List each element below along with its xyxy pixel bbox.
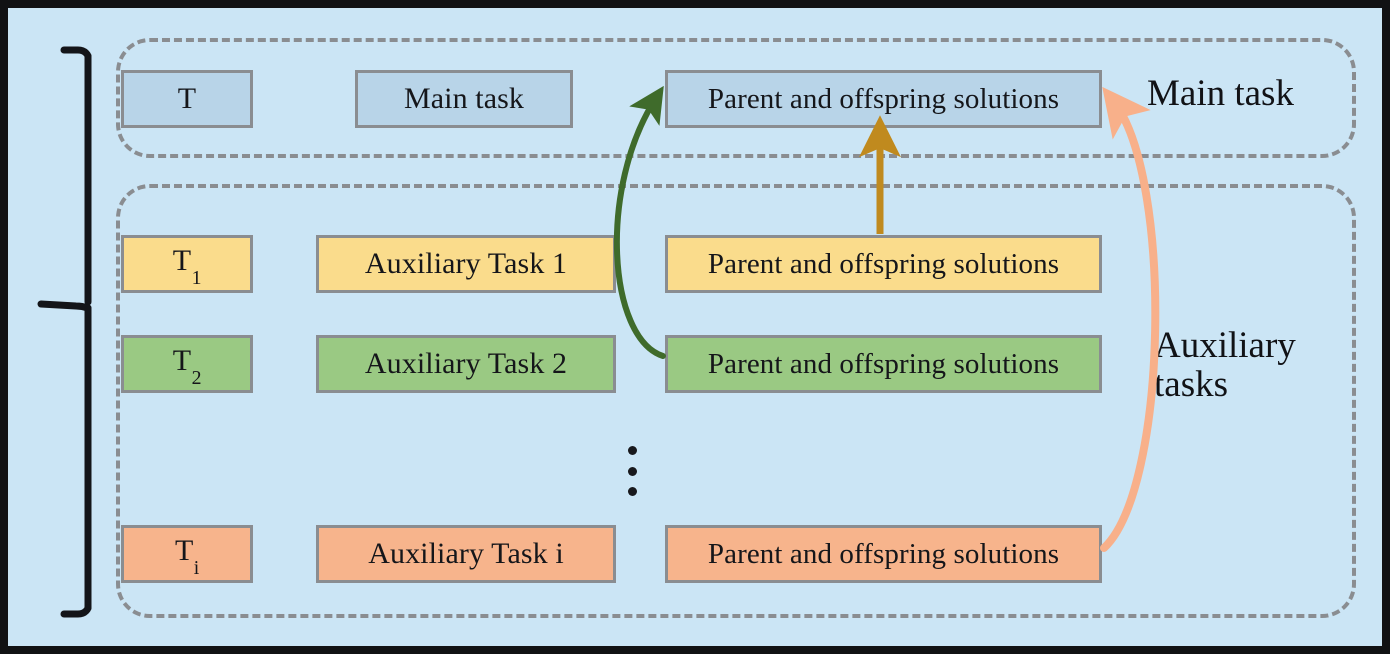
node-auxi-task-label[interactable]: Auxiliary Task i xyxy=(316,525,616,583)
node-aux1-symbol-text: T1 xyxy=(172,244,202,289)
node-auxi-solutions[interactable]: Parent and offspring solutions xyxy=(665,525,1102,583)
node-aux2-solutions-text: Parent and offspring solutions xyxy=(707,347,1060,380)
node-auxi-symbol-subscript: i xyxy=(193,556,200,579)
auxiliary-tasks-group-box xyxy=(116,184,1356,618)
node-aux2-symbol[interactable]: T2 xyxy=(121,335,253,393)
auxiliary-tasks-side-label: Auxiliary tasks xyxy=(1154,325,1296,406)
node-aux2-symbol-subscript: 2 xyxy=(191,366,202,389)
node-auxi-symbol-text: Ti xyxy=(174,534,200,579)
main-task-side-label: Main task xyxy=(1147,73,1294,114)
figure-inner-panel: T Main task Parent and offspring solutio… xyxy=(8,8,1382,646)
node-auxi-symbol[interactable]: Ti xyxy=(121,525,253,583)
node-auxi-solutions-text: Parent and offspring solutions xyxy=(707,537,1060,570)
node-aux2-task-label[interactable]: Auxiliary Task 2 xyxy=(316,335,616,393)
node-aux1-symbol-subscript: 1 xyxy=(191,266,202,289)
vertical-ellipsis-icon xyxy=(627,446,637,496)
node-main-symbol-text: T xyxy=(177,82,197,115)
node-main-symbol[interactable]: T xyxy=(121,70,253,128)
node-main-task-label[interactable]: Main task xyxy=(355,70,573,128)
left-brace xyxy=(37,46,92,618)
node-aux2-solutions[interactable]: Parent and offspring solutions xyxy=(665,335,1102,393)
node-aux2-symbol-text: T2 xyxy=(172,344,202,389)
ellipsis-dot xyxy=(627,466,637,476)
node-auxi-task-label-text: Auxiliary Task i xyxy=(368,537,564,570)
main-task-group-box xyxy=(116,38,1356,158)
ellipsis-dot xyxy=(627,487,637,496)
ellipsis-dot xyxy=(627,446,637,455)
node-aux1-task-label[interactable]: Auxiliary Task 1 xyxy=(316,235,616,293)
node-aux1-solutions-text: Parent and offspring solutions xyxy=(707,247,1060,280)
node-aux1-task-label-text: Auxiliary Task 1 xyxy=(364,247,568,280)
node-aux1-solutions[interactable]: Parent and offspring solutions xyxy=(665,235,1102,293)
node-main-solutions[interactable]: Parent and offspring solutions xyxy=(665,70,1102,128)
node-main-solutions-text: Parent and offspring solutions xyxy=(707,82,1060,115)
node-aux2-task-label-text: Auxiliary Task 2 xyxy=(364,347,568,380)
node-aux1-symbol[interactable]: T1 xyxy=(121,235,253,293)
node-main-task-label-text: Main task xyxy=(403,82,525,115)
